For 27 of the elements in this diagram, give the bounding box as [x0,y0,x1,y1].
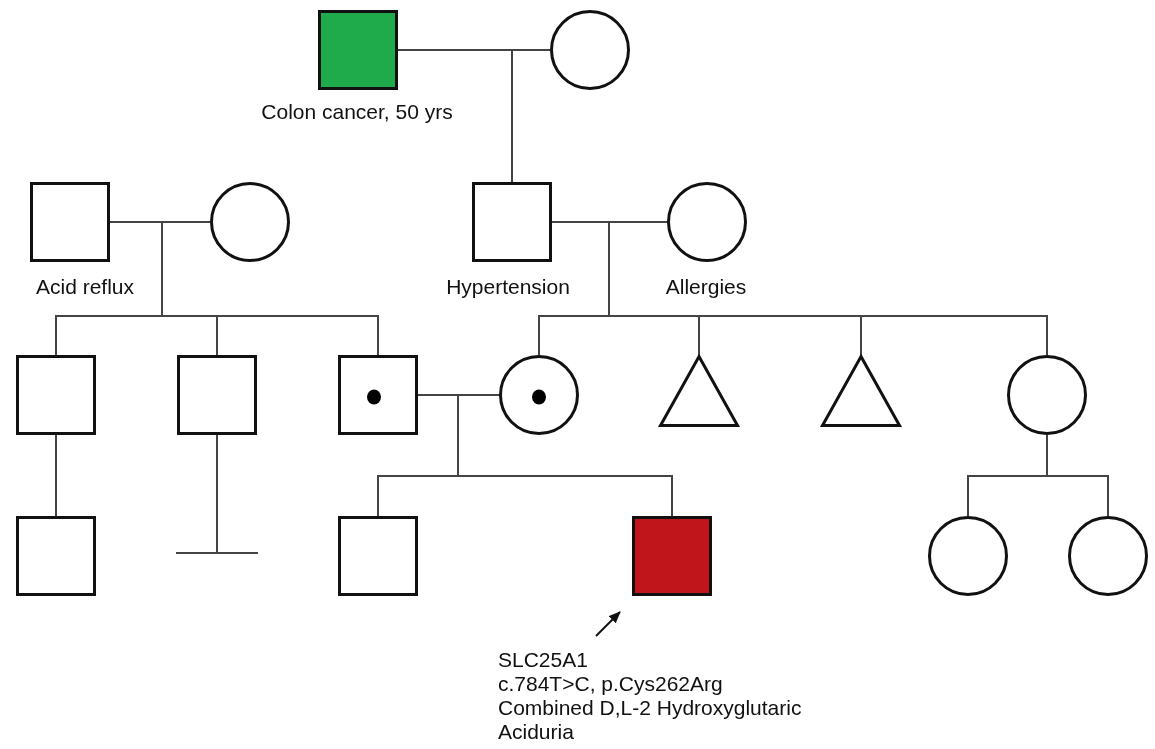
square-symbol [16,355,96,435]
square-symbol [318,10,398,90]
circle-symbol [1068,516,1148,596]
arrow [595,611,621,637]
no-offspring-line [175,434,259,554]
circle-symbol [210,182,290,262]
circle-symbol [667,182,747,262]
square-symbol [632,516,712,596]
triangle-symbol [659,355,739,427]
circle-symbol [499,355,579,435]
condition-label: Allergies [665,275,747,299]
condition-label: Acid reflux [36,275,134,299]
circle-symbol [928,516,1008,596]
square-symbol [16,516,96,596]
square-symbol [30,182,110,262]
triangle-symbol [821,355,901,427]
pedigree-line [1046,434,1109,517]
square-symbol [177,355,257,435]
square-symbol [338,355,418,435]
pedigree-line [55,434,57,517]
condition-label: Colon cancer, 50 yrs [261,100,453,124]
variant-annotation: SLC25A1 c.784T>C, p.Cys262Arg Combined D,L-2 Hydroxyglutaric Aciduria [498,648,858,744]
square-symbol [472,182,552,262]
circle-symbol [550,10,630,90]
circle-symbol [1007,355,1087,435]
square-symbol [338,516,418,596]
condition-label: Hypertension [446,275,570,299]
